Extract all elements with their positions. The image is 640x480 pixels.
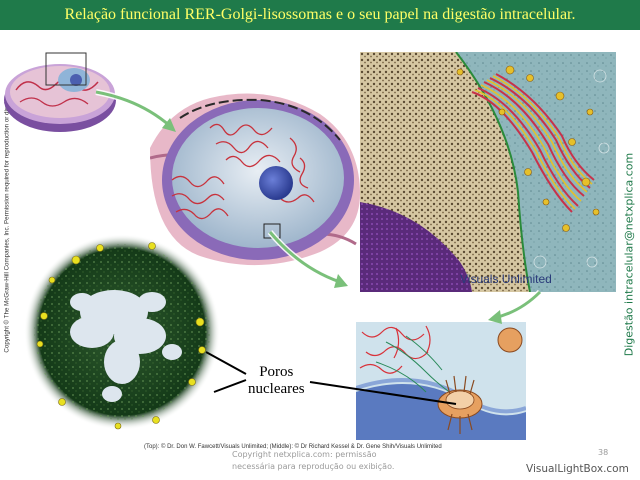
slide-title: Relação funcional RER-Golgi-lisossomas e… <box>64 6 576 23</box>
copyright-line-2: necessária para reprodução ou exibição. <box>232 462 395 471</box>
arrow-micrograph-to-pore <box>493 290 542 320</box>
label-poros-line1: Poros <box>259 364 294 380</box>
cell-illustration <box>2 50 122 138</box>
label-poros-nucleares: Poros nucleares <box>248 364 305 398</box>
label-poros-line2: nucleares <box>248 381 305 397</box>
micrograph-watermark: Visuals Unlimited <box>460 272 552 286</box>
image-credit: (Top): © Dr. Don W. Fawcett/Visuals Unli… <box>144 444 442 450</box>
title-bar: Relação funcional RER-Golgi-lisossomas e… <box>0 0 640 30</box>
nuclear-pore-detail <box>356 322 526 440</box>
copyright-line-1: Copyright netxplica.com: permissão <box>232 450 377 459</box>
page-number: 38 <box>598 448 609 457</box>
nucleus-illustration <box>150 88 360 268</box>
nuclear-pore-micrograph <box>22 232 222 432</box>
side-watermark: Digestão intracelular@netxplica.com <box>622 152 636 357</box>
site-watermark: VisualLightBox.com <box>526 463 629 475</box>
golgi-micrograph <box>360 52 616 292</box>
